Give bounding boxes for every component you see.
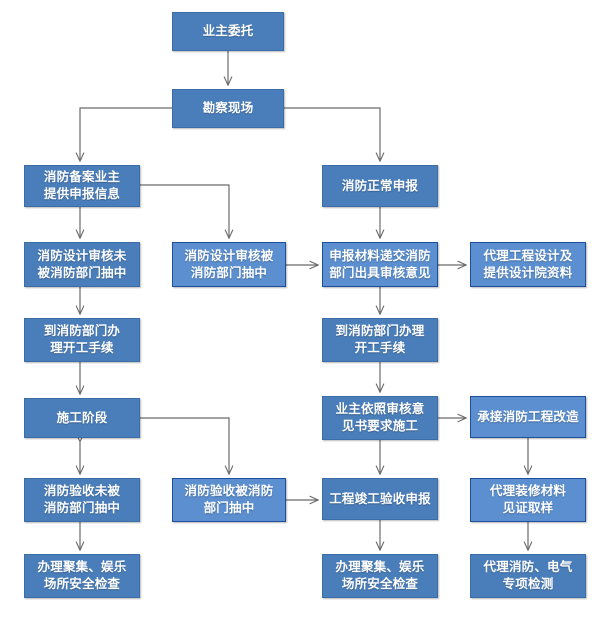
node-owner-commission[interactable]: 业主委托: [172, 12, 284, 51]
node-submit-materials-review-opinion[interactable]: 申报材料递交消防 部门出具审核意见: [322, 242, 438, 287]
node-fire-record-owner-info[interactable]: 消防备案业主 提供申报信息: [24, 165, 140, 207]
node-site-survey[interactable]: 勘察现场: [172, 89, 284, 128]
node-public-venue-safety-check-right[interactable]: 办理聚集、娱乐 场所安全检查: [322, 554, 438, 598]
node-label: 到消防部门办 理开工手续: [43, 323, 121, 355]
node-owner-construct-per-opinion[interactable]: 业主依照审核意 见书要求施工: [322, 396, 438, 440]
node-label: 到消防部门办理 开工手续: [335, 323, 425, 355]
node-acceptance-selected[interactable]: 消防验收被消防 部门抽中: [172, 478, 286, 522]
node-agent-material-witness-sampling[interactable]: 代理装修材料 见证取样: [470, 478, 586, 522]
node-fire-normal-declaration[interactable]: 消防正常申报: [322, 165, 438, 207]
node-label: 代理装修材料 见证取样: [489, 483, 567, 515]
node-label: 业主委托: [202, 23, 254, 39]
node-design-review-selected[interactable]: 消防设计审核被 消防部门抽中: [172, 242, 286, 287]
node-label: 申报材料递交消防 部门出具审核意见: [329, 247, 431, 280]
node-label: 工程竣工验收申报: [329, 490, 431, 506]
node-public-venue-safety-check-left[interactable]: 办理聚集、娱乐 场所安全检查: [24, 554, 140, 598]
node-label: 消防验收未被 消防部门抽中: [43, 483, 121, 515]
node-undertake-fire-renovation[interactable]: 承接消防工程改造: [470, 396, 586, 438]
node-design-review-not-selected[interactable]: 消防设计审核未 被消防部门抽中: [24, 242, 140, 287]
node-acceptance-not-selected[interactable]: 消防验收未被 消防部门抽中: [24, 478, 140, 522]
node-label: 办理聚集、娱乐 场所安全检查: [335, 559, 425, 591]
node-completion-acceptance-declaration[interactable]: 工程竣工验收申报: [322, 478, 438, 520]
node-label: 消防正常申报: [341, 177, 419, 193]
node-agent-fire-electrical-testing[interactable]: 代理消防、电气 专项检测: [470, 554, 586, 598]
node-label: 施工阶段: [56, 409, 108, 425]
node-label: 业主依照审核意 见书要求施工: [335, 401, 425, 433]
node-label: 勘察现场: [202, 100, 254, 116]
node-construction-stage[interactable]: 施工阶段: [24, 398, 140, 438]
node-start-work-procedures-left[interactable]: 到消防部门办 理开工手续: [24, 318, 140, 362]
node-label: 代理工程设计及 提供设计院资料: [483, 247, 573, 280]
node-label: 消防验收被消防 部门抽中: [184, 483, 274, 515]
node-agent-engineering-design[interactable]: 代理工程设计及 提供设计院资料: [470, 242, 586, 287]
node-label: 办理聚集、娱乐 场所安全检查: [37, 559, 127, 591]
node-label: 承接消防工程改造: [477, 408, 579, 424]
node-start-work-procedures-right[interactable]: 到消防部门办理 开工手续: [322, 318, 438, 362]
node-label: 消防设计审核未 被消防部门抽中: [37, 247, 127, 280]
node-label: 消防备案业主 提供申报信息: [43, 169, 121, 201]
node-label: 代理消防、电气 专项检测: [483, 559, 573, 591]
node-label: 消防设计审核被 消防部门抽中: [184, 247, 274, 280]
